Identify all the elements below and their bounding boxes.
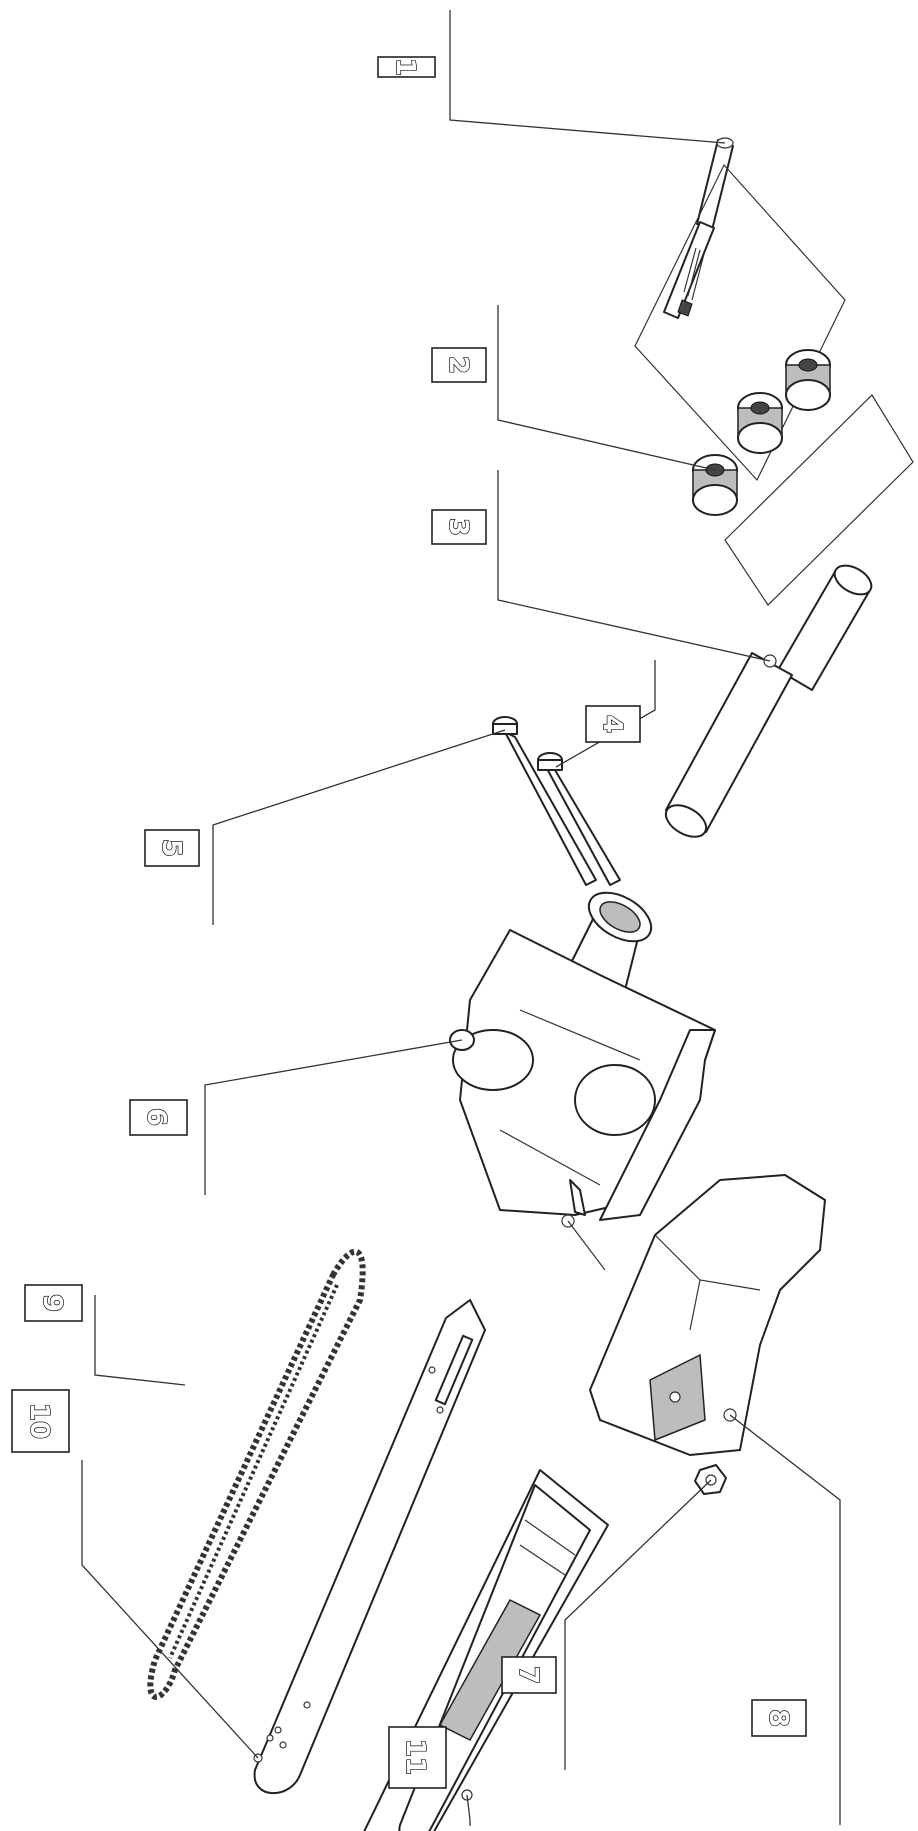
callout-6: 6: [129, 1099, 188, 1136]
callout-label-2: 2: [443, 356, 473, 374]
callout-10: 10: [11, 1389, 70, 1453]
callout-3: 3: [431, 509, 487, 545]
leader-1: [449, 10, 726, 144]
callout-label-1: 1: [390, 58, 420, 76]
leader-7: [564, 1479, 712, 1770]
callout-9: 9: [24, 1284, 83, 1322]
callout-7: 7: [501, 1656, 557, 1694]
callout-label-6: 6: [141, 1108, 171, 1126]
part-9-chain: [147, 1248, 366, 1700]
leader-4: [555, 660, 656, 768]
callout-5: 5: [144, 829, 200, 867]
leader-6: [204, 1039, 463, 1195]
callout-8: 8: [751, 1699, 807, 1737]
callout-4: 4: [585, 705, 641, 743]
part-1-spline-shaft: [634, 137, 846, 482]
callout-label-3: 3: [443, 518, 473, 536]
leader-3: [497, 470, 771, 662]
callout-1: 1: [377, 56, 436, 78]
callout-label-5: 5: [156, 839, 186, 857]
callout-11: 11: [388, 1726, 447, 1789]
callout-label-10: 10: [24, 1403, 54, 1439]
leader-11: [466, 1794, 471, 1826]
callout-label-11: 11: [400, 1739, 430, 1775]
leader-2: [497, 305, 716, 471]
part-2-coupling-nuts: [692, 349, 914, 606]
leader-10: [81, 1460, 259, 1759]
leader-lines: [81, 10, 841, 1826]
callout-label-8: 8: [763, 1709, 793, 1727]
callout-label-4: 4: [597, 715, 627, 733]
leader-8: [729, 1414, 841, 1825]
part-6-gearbox-housing: [449, 891, 716, 1221]
leader-9: [94, 1295, 186, 1386]
leader-5: [212, 729, 506, 925]
callout-label-9: 9: [37, 1294, 67, 1312]
part-4-5-bolts: [492, 716, 621, 886]
callout-label-7: 7: [513, 1666, 543, 1684]
part-3-tube: [664, 564, 873, 838]
callout-2: 2: [431, 347, 487, 383]
part-8-nut: [694, 1464, 727, 1495]
part-7-cover: [561, 1174, 826, 1456]
